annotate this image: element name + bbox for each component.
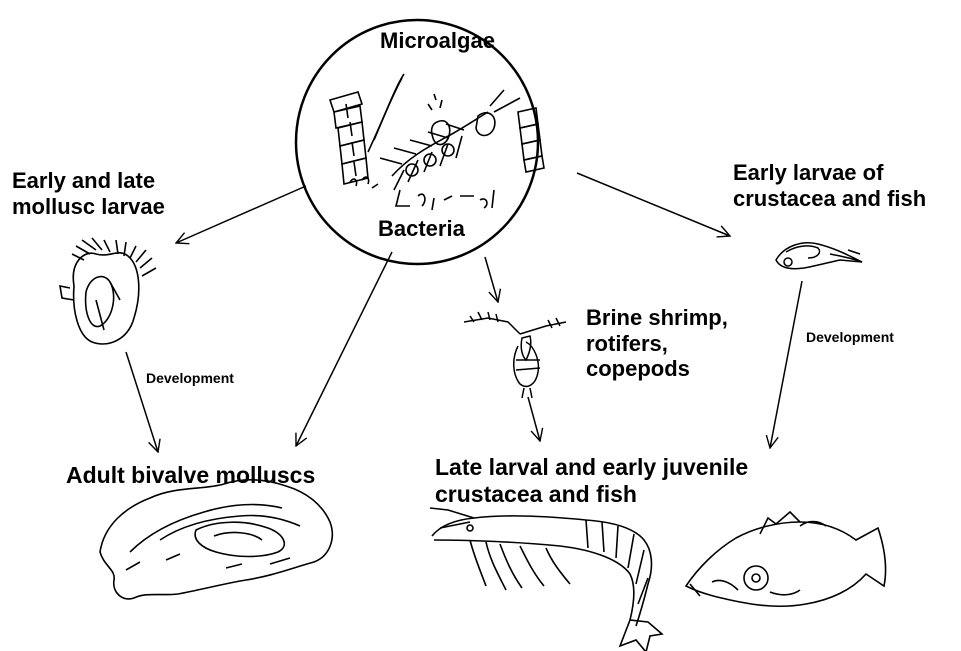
arrow-to-brine-shrimp [485,257,498,302]
brine-shrimp-label-line2: rotifers, [586,331,728,357]
mollusc-larvae-label-line1: Early and late [12,168,165,194]
arrow-crustacea-development [770,281,802,448]
brine-shrimp-label-line3: copepods [586,356,728,382]
fish-larva-illustration [776,243,862,269]
arrow-brine-shrimp-to-late-larval [528,397,540,441]
mollusc-larvae-label-line2: mollusc larvae [12,194,165,220]
brine-shrimp-label-line1: Brine shrimp, [586,305,728,331]
late-larval-label-line1: Late larval and early juvenile [435,454,748,481]
mollusc-larva-illustration [60,238,156,344]
arrow-to-mollusc-larvae [176,186,306,243]
microalgae-illustration [330,74,544,210]
microalgae-label: Microalgae [380,28,495,54]
late-larval-label-line2: crustacea and fish [435,481,748,508]
crustacea-larvae-label-line2: crustacea and fish [733,186,926,212]
fish-illustration [686,512,886,606]
mollusc-larvae-label: Early and late mollusc larvae [12,168,165,219]
arrow-to-adult-bivalves [296,252,392,446]
oyster-illustration [100,480,332,599]
arrow-mollusc-development [126,352,158,452]
development-label-right: Development [806,329,894,345]
arrow-to-crustacea-larvae [577,173,730,236]
crustacea-larvae-label-line1: Early larvae of [733,160,926,186]
adult-bivalves-label: Adult bivalve molluscs [66,462,315,489]
bacteria-label: Bacteria [378,216,465,242]
crustacea-larvae-label: Early larvae of crustacea and fish [733,160,926,211]
development-label-left: Development [146,370,234,386]
prawn-illustration [430,508,662,651]
late-larval-label: Late larval and early juvenile crustacea… [435,454,748,508]
brine-shrimp-illustration [464,312,566,398]
brine-shrimp-label: Brine shrimp, rotifers, copepods [586,305,728,382]
